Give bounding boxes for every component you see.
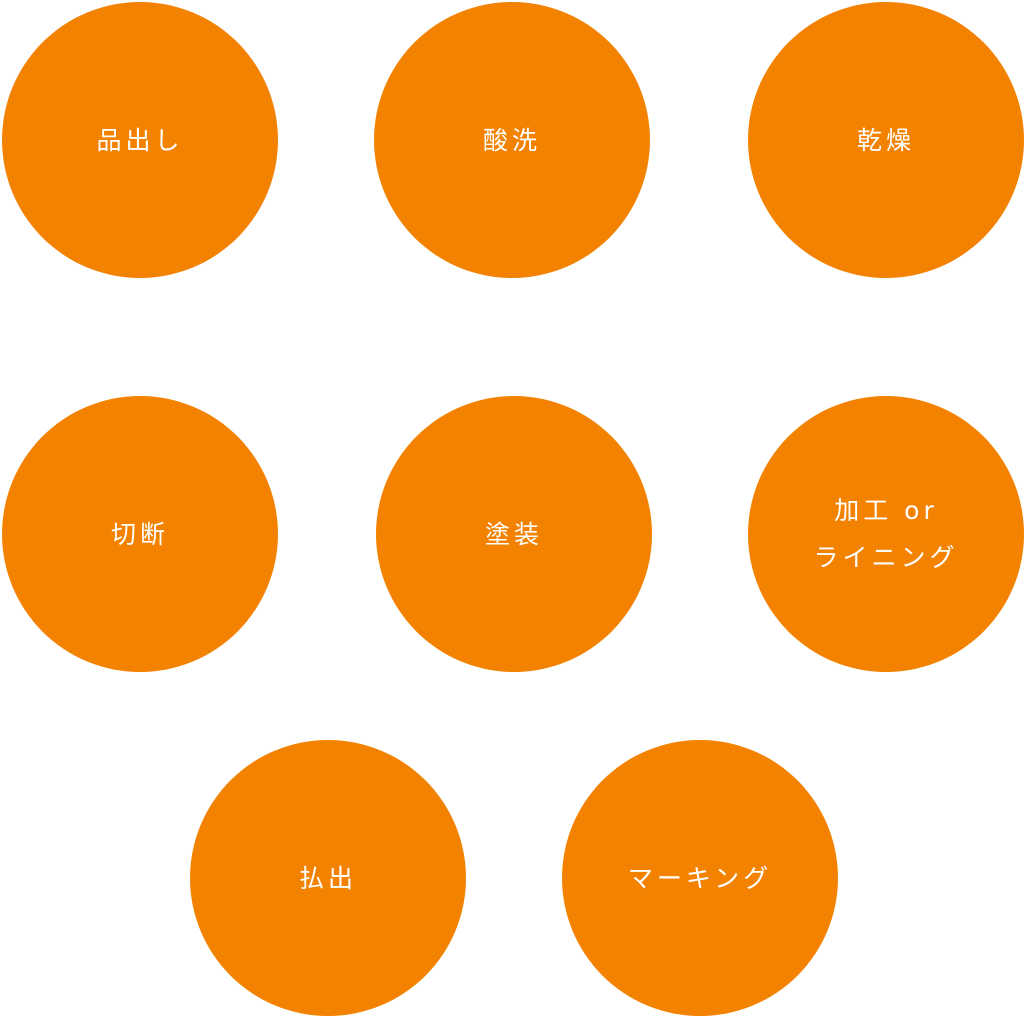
step-label: 乾燥 [856,125,915,155]
step-label: 品出し [96,125,184,155]
step-label: マーキング [627,863,773,893]
step-circle-7: 払出 [190,740,466,1016]
step-label-line-1: 加工 or [834,496,938,525]
step-label: 酸洗 [482,125,541,155]
step-circle-1: 品出し [2,2,278,278]
step-label: 塗装 [484,519,543,549]
step-label: 払出 [298,863,357,893]
step-circle-3: 乾燥 [748,2,1024,278]
step-circle-8: マーキング [562,740,838,1016]
step-label-line-2: ライニング [813,543,959,572]
step-circle-5: 塗装 [376,396,652,672]
step-label: 切断 [110,519,169,549]
step-circle-6: 加工 or ライニング [748,396,1024,672]
step-circle-4: 切断 [2,396,278,672]
step-circle-2: 酸洗 [374,2,650,278]
